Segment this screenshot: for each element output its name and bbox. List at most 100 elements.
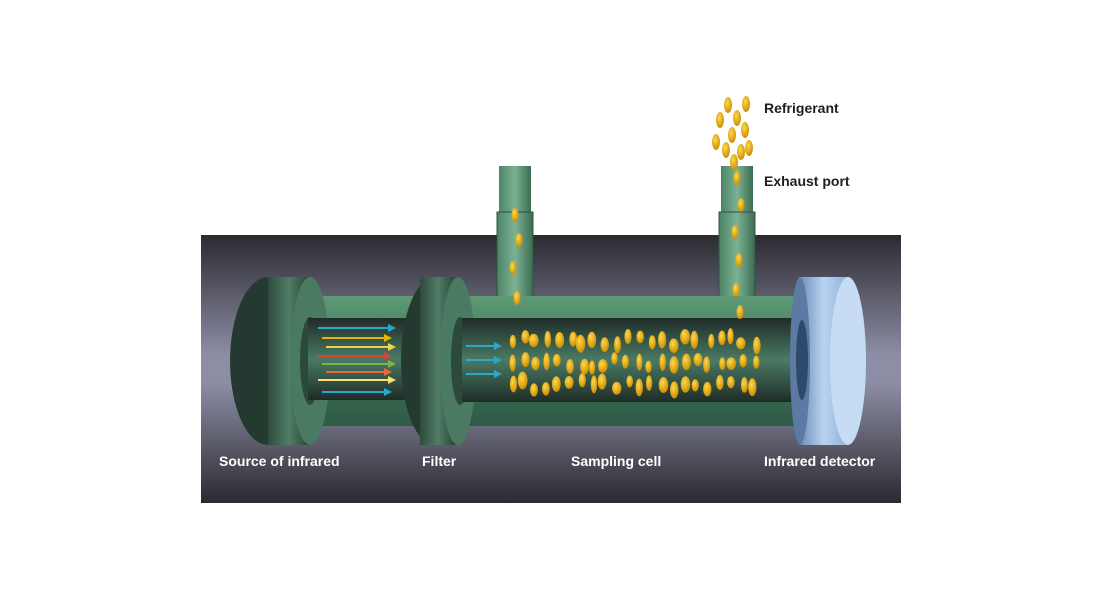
refrigerant-particle-icon [745, 140, 753, 156]
refrigerant-particle-icon [648, 335, 656, 350]
refrigerant-particle-icon [530, 383, 538, 397]
refrigerant-particle-icon [737, 144, 745, 160]
refrigerant-particle-icon [659, 353, 666, 371]
refrigerant-particle-icon [742, 96, 750, 112]
detector-window [796, 320, 808, 400]
refrigerant-particle-icon [719, 357, 726, 371]
refrigerant-particle-icon [732, 283, 740, 297]
refrigerant-particle-icon [580, 358, 590, 375]
infrared-beam-arrow-icon [326, 343, 396, 351]
refrigerant-particle-icon [635, 378, 643, 397]
refrigerant-particle-icon [597, 373, 607, 390]
refrigerant-particle-icon [521, 352, 530, 368]
refrigerant-particle-icon [542, 382, 550, 396]
refrigerant-particle-icon [587, 331, 597, 349]
infrared-beam-arrow-icon [322, 388, 392, 396]
label-refrigerant: Refrigerant [764, 100, 839, 116]
refrigerant-particle-icon [739, 354, 747, 368]
refrigerant-particle-icon [727, 328, 734, 345]
refrigerant-particle-icon [621, 354, 629, 369]
label-filter: Filter [422, 453, 457, 469]
refrigerant-particle-icon [566, 359, 574, 374]
refrigerant-particle-icon [509, 375, 518, 393]
refrigerant-particle-icon [726, 357, 736, 370]
refrigerant-particle-icon [736, 337, 746, 350]
refrigerant-particle-icon [716, 375, 724, 390]
refrigerant-particle-icon [658, 377, 669, 393]
refrigerant-particle-icon [509, 261, 517, 275]
refrigerant-particle-icon [703, 381, 712, 397]
refrigerant-particle-icon [578, 373, 586, 388]
refrigerant-particle-icon [718, 330, 726, 346]
refrigerant-particle-icon [612, 381, 622, 395]
infrared-beam-arrow-icon [466, 356, 502, 364]
refrigerant-particle-icon [511, 208, 519, 222]
refrigerant-particle-icon [636, 353, 643, 371]
inlet-pipe-upper [499, 166, 531, 216]
refrigerant-particle-icon [564, 376, 574, 389]
refrigerant-particle-icon [551, 376, 561, 392]
refrigerant-particle-icon [658, 331, 667, 349]
refrigerant-particle-icon [733, 171, 741, 185]
refrigerant-particle-icon [731, 225, 739, 239]
refrigerant-particle-icon [589, 360, 596, 375]
refrigerant-particle-icon [669, 338, 679, 353]
refrigerant-particle-icon [543, 352, 550, 371]
refrigerant-particle-icon [521, 330, 530, 344]
refrigerant-particle-icon [716, 112, 724, 128]
refrigerant-particle-icon [736, 305, 744, 319]
label-sampling-cell: Sampling cell [571, 453, 662, 469]
infrared-beam-arrow-icon [318, 376, 396, 384]
refrigerant-particle-icon [646, 375, 653, 391]
refrigerant-particle-icon [513, 291, 521, 305]
refrigerant-particle-icon [735, 253, 743, 267]
refrigerant-particle-icon [645, 360, 652, 373]
infrared-beam-arrow-icon [318, 352, 392, 360]
refrigerant-particle-icon [598, 359, 608, 373]
refrigerant-particle-icon [740, 377, 748, 393]
refrigerant-particle-icon [517, 371, 528, 390]
refrigerant-particle-icon [669, 356, 679, 374]
infrared-beams [318, 324, 396, 396]
refrigerant-particle-icon [748, 378, 757, 397]
refrigerant-particle-icon [737, 198, 745, 212]
refrigerant-particle-icon [614, 336, 621, 354]
refrigerant-particle-icon [693, 353, 703, 366]
refrigerant-particle-icon [670, 381, 679, 399]
refrigerant-particle-icon [555, 332, 565, 348]
refrigerant-particle-icon [681, 353, 691, 371]
cell-entry-arrows [466, 342, 502, 378]
refrigerant-particle-icon [611, 352, 618, 365]
refrigerant-particle-icon [636, 330, 644, 344]
refrigerant-particle-icon [600, 337, 609, 353]
refrigerant-particle-icon [703, 356, 711, 373]
refrigerant-particle-icon [528, 333, 539, 347]
infrared-beam-arrow-icon [466, 342, 502, 350]
refrigerant-particle-icon [544, 331, 552, 348]
refrigerant-particle-icon [509, 334, 517, 349]
refrigerant-particle-icon [691, 379, 699, 392]
label-detector: Infrared detector [764, 453, 876, 469]
beam-chamber [308, 318, 408, 400]
refrigerant-particle-icon [741, 122, 749, 138]
refrigerant-particle-icon [712, 134, 720, 150]
refrigerant-particle-icon [552, 353, 561, 367]
refrigerant-particle-icon [509, 354, 516, 372]
infrared-beam-arrow-icon [318, 324, 396, 332]
refrigerant-particle-icon [690, 330, 699, 349]
infrared-beam-arrow-icon [322, 360, 396, 368]
refrigerant-particle-icon [753, 355, 760, 369]
refrigerant-particle-icon [733, 110, 741, 126]
refrigerant-particle-icon [708, 333, 715, 349]
refrigerant-particle-icon [531, 356, 540, 371]
detector-face [830, 277, 866, 445]
infrared-beam-arrow-icon [466, 370, 502, 378]
refrigerant-particle-icon [515, 233, 523, 247]
refrigerant-particle-icon [727, 376, 735, 389]
refrigerant-particle-icon [753, 336, 761, 355]
refrigerant-particles [509, 96, 761, 399]
refrigerant-particle-icon [590, 375, 598, 394]
refrigerant-particle-icon [724, 97, 732, 113]
